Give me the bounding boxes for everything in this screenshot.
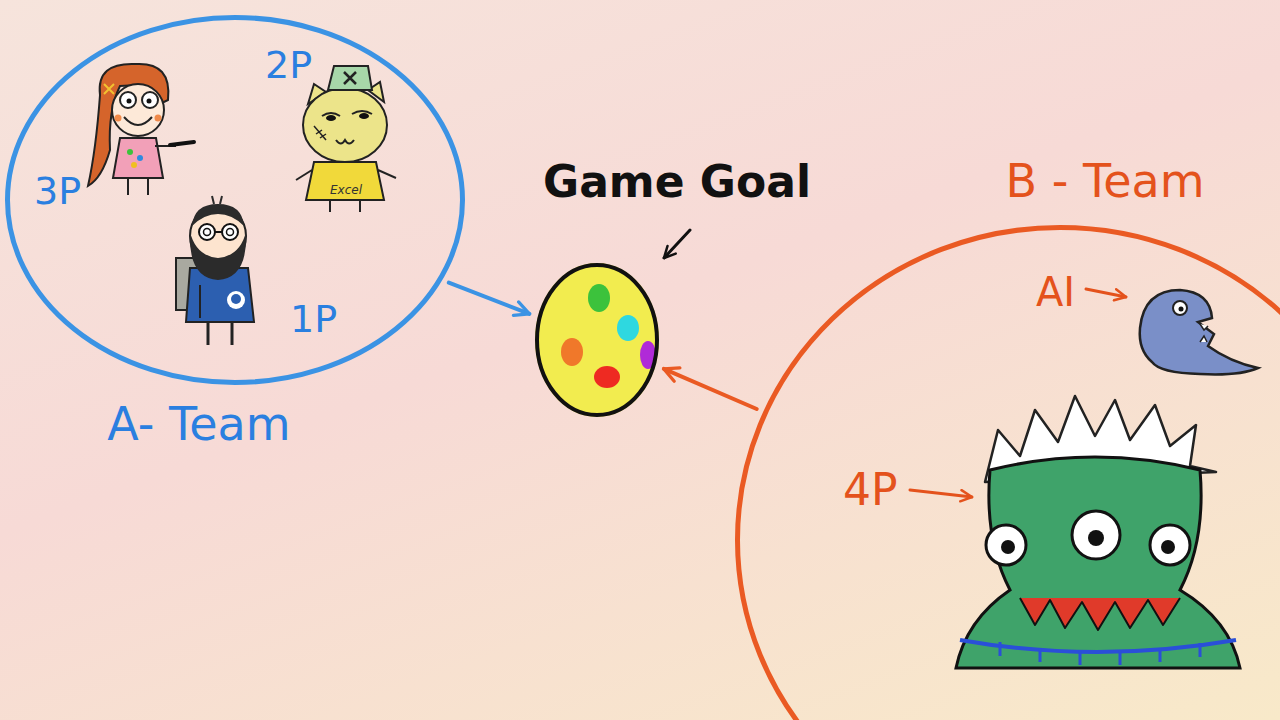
ghost-figure [1140,290,1258,374]
egg-fill [617,315,639,341]
player-number: 4P [843,468,898,512]
monster-figure [1150,525,1190,565]
shirt-text: Excel [330,184,362,196]
girl-figure [127,99,132,104]
team-arrow [664,369,757,409]
girl-figure [127,149,133,155]
cat-figure [296,66,396,212]
team-name: B - Team [1006,158,1205,204]
leader-arrow [664,230,690,258]
girl-figure [131,162,137,168]
leader-arrow [910,490,972,497]
girl-figure [127,178,129,195]
girl-figure [142,92,158,108]
shape-outline [8,18,463,383]
man-figure [207,322,210,345]
girl-figure [170,142,194,145]
cat-figure [303,88,387,162]
ghost-figure [1140,290,1258,374]
shape-outline [735,225,1280,720]
cat-figure [306,162,384,200]
cat-figure [359,200,361,212]
ghost-figure [1200,324,1208,342]
cat-figure [314,126,326,140]
player-number: 3P [34,172,81,210]
girl-figure [147,99,152,104]
monster-figure [1000,642,1200,665]
egg-fill [535,263,659,417]
egg-fill [535,263,659,417]
cat-figure [328,66,372,90]
egg-fill [594,366,620,388]
girl-figure [112,84,164,136]
man-figure [212,196,222,204]
man-figure [192,204,244,226]
girl-figure [88,64,194,195]
man-figure [227,291,245,309]
man-figure [199,224,215,240]
player-tag: AI [1036,272,1075,312]
player-number: 1P [290,300,337,338]
shape-outline [537,265,657,415]
monster-figure [956,396,1240,668]
monster-figure [1088,530,1104,546]
team-arrow [449,283,530,314]
ghost-figure [1179,307,1184,312]
girl-figure [155,115,162,122]
man-figure [227,229,234,236]
monster-figure [986,525,1026,565]
egg-fill [588,284,610,312]
leader-arrow [1086,289,1126,297]
cat-figure [359,113,369,119]
man-figure [215,231,222,233]
monster-figure [1001,540,1015,554]
ghost-figure [1173,301,1187,315]
cat-figure [378,170,396,178]
girl-figure [88,64,168,186]
egg-fill [561,338,583,366]
cat-figure [296,170,312,180]
girl-figure [120,92,136,108]
girl-figure [137,155,143,161]
girl-figure [104,84,114,94]
team-circle: B - Team [735,225,1280,720]
shape-outline [738,228,1280,720]
team-name: A- Team [107,401,290,447]
cat-figure [326,115,336,121]
player-number: 2P [265,46,312,84]
goal-egg: Game Goal [535,263,659,417]
man-figure [176,196,254,345]
man-figure [204,229,211,236]
cat-figure [336,140,354,144]
cat-figure [329,200,331,212]
cat-figure [344,72,356,84]
man-figure [199,285,201,318]
man-figure [222,224,238,240]
goal-heading: Game Goal [543,160,811,204]
monster-figure [956,457,1240,668]
girl-figure [115,115,122,122]
girl-figure [147,178,149,195]
man-figure [231,294,241,304]
monster-figure [1161,540,1175,554]
shape-outline [535,263,659,417]
girl-figure [124,117,152,125]
man-figure [190,232,246,280]
girl-figure [113,138,163,178]
monster-figure [1072,511,1120,559]
monster-figure [1020,598,1180,630]
man-figure [231,322,234,345]
